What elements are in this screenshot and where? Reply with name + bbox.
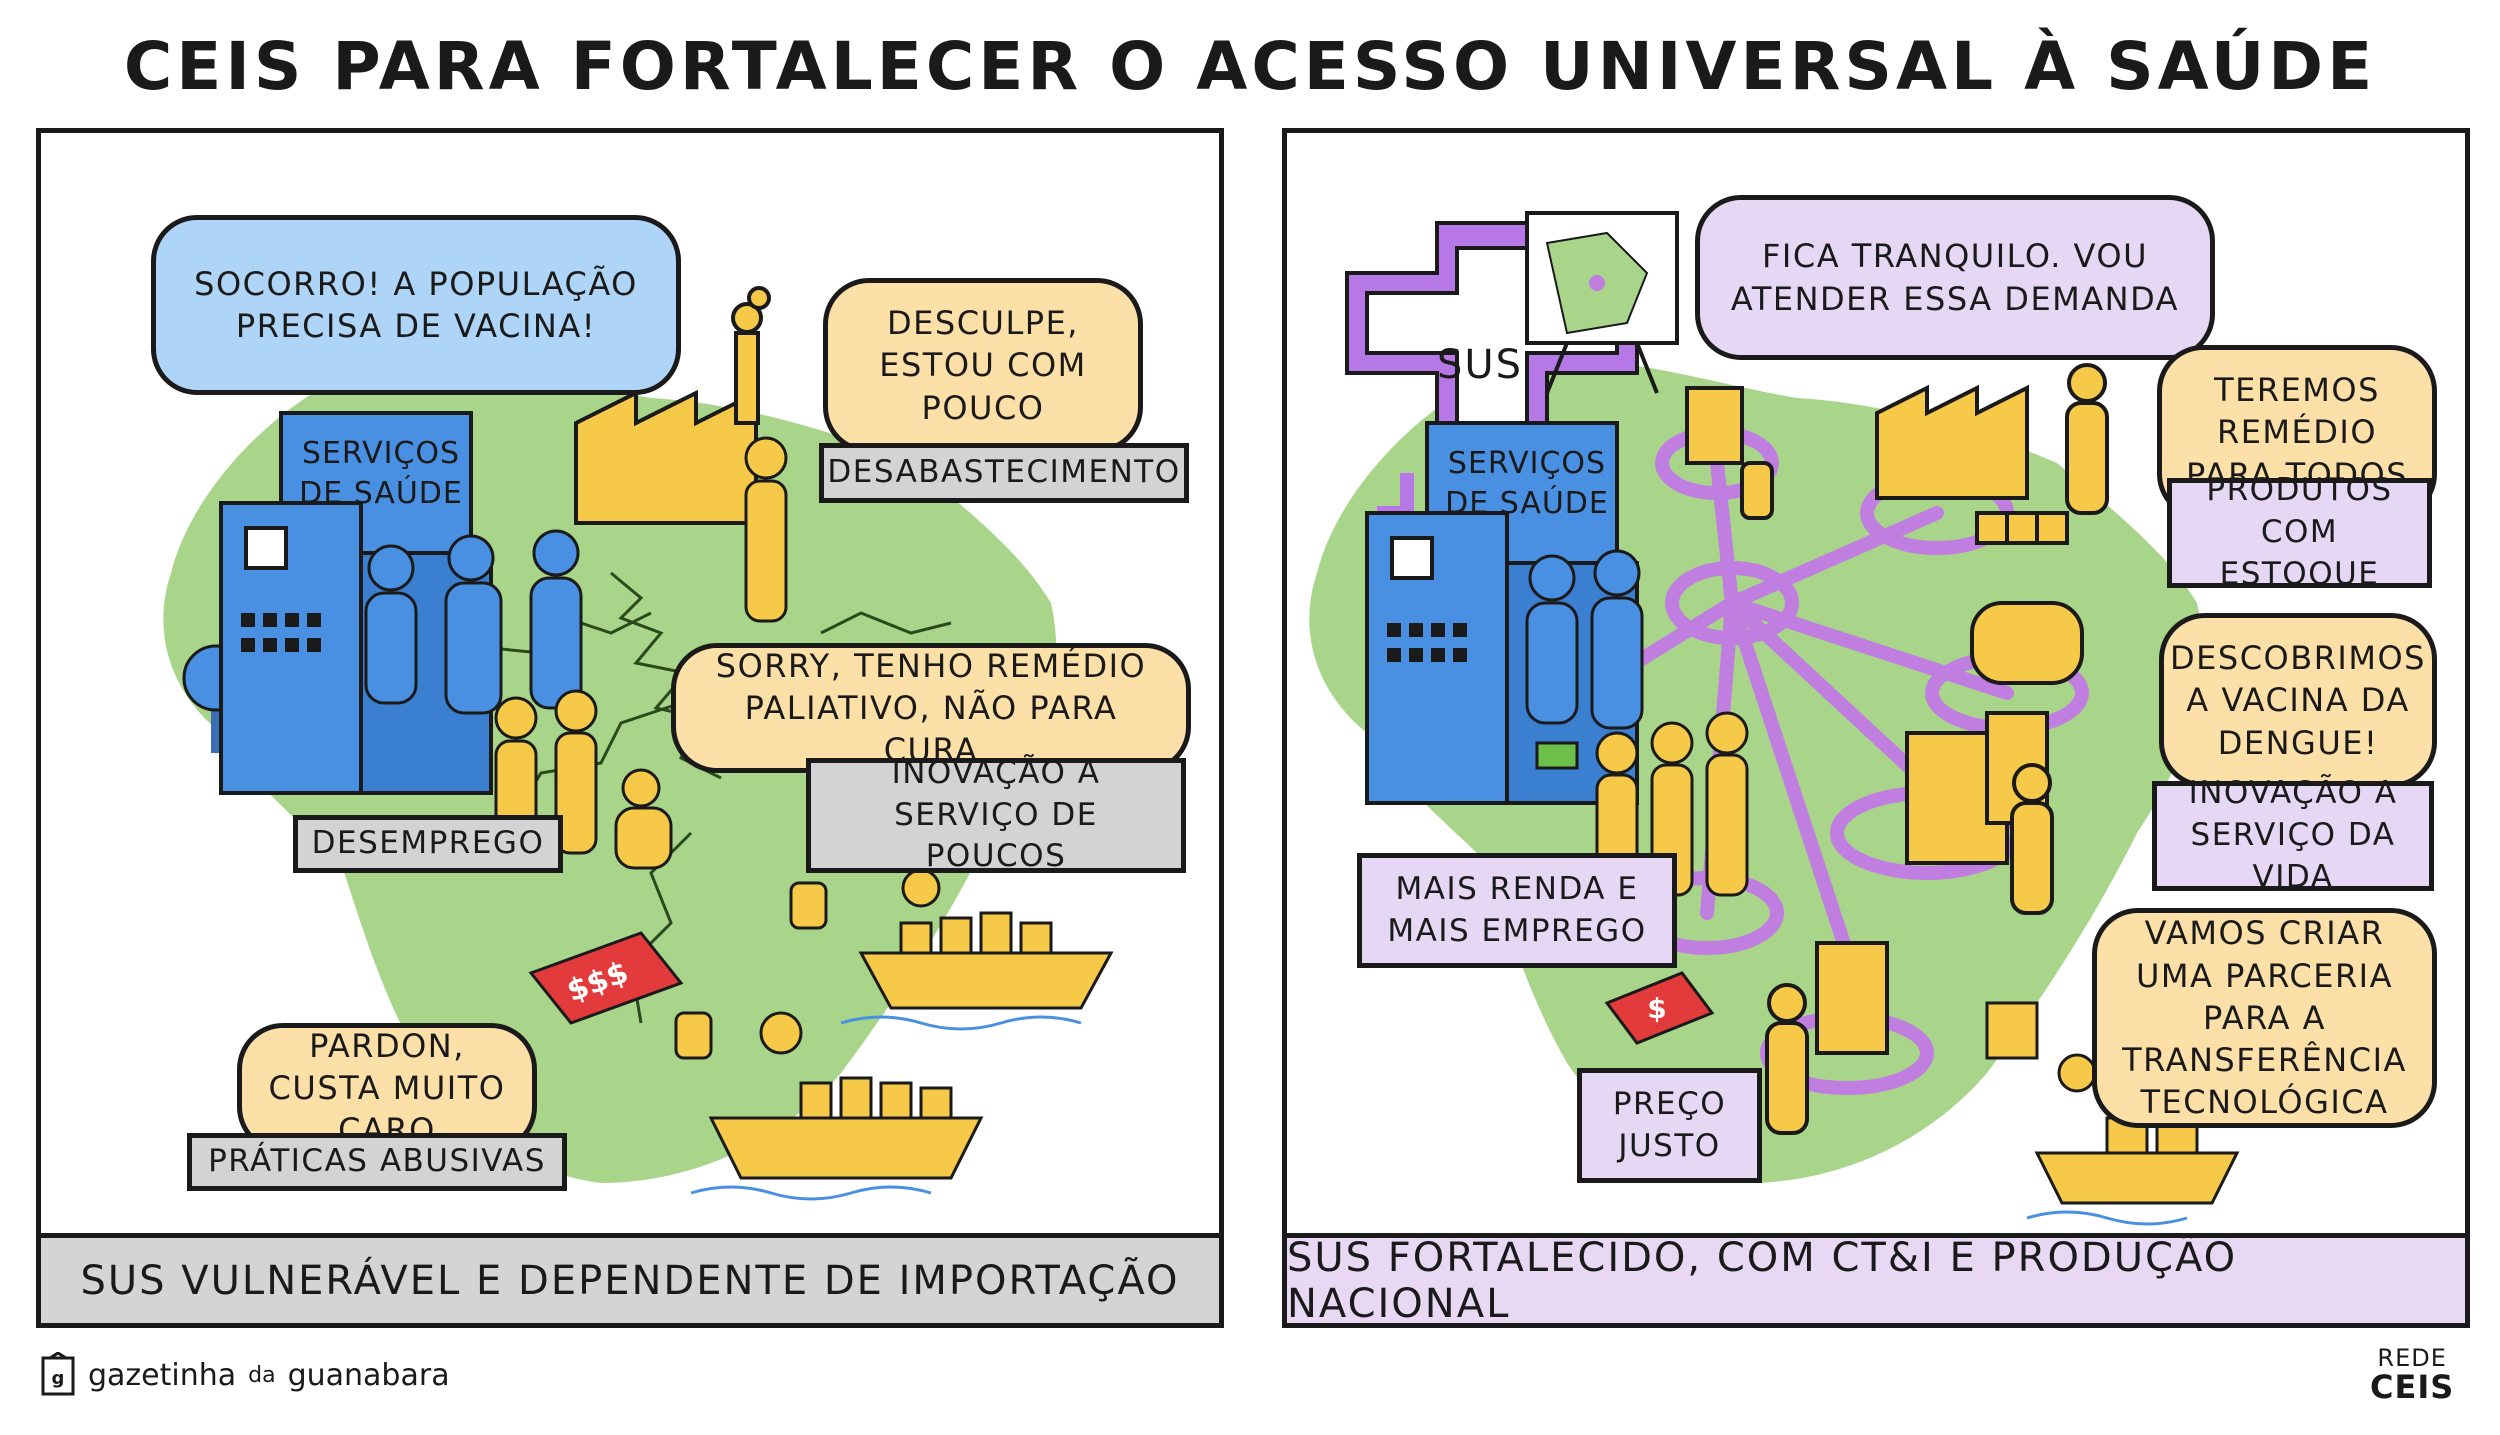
label-unemployment: DESEMPREGO <box>293 815 563 873</box>
building-label-line1: SERVIÇOS <box>302 436 460 471</box>
production-units <box>1685 363 2109 1135</box>
price-tag-left: $$$ <box>528 931 684 1025</box>
presentation-board <box>1525 211 1679 394</box>
right-illustration: SUS SERVIÇOS DE SAÚDE <box>1309 211 2240 1226</box>
workers-income <box>1535 711 1749 897</box>
price-tag-right-text: $ <box>1647 992 1666 1025</box>
bubble-sorry: SORRY, TENHO REMÉDIO PALIATIVO, NÃO PARA… <box>671 643 1191 773</box>
bubble-sus: FICA TRANQUILO. VOU ATENDER ESSA DEMANDA <box>1695 195 2215 360</box>
bubble-factory: DESCULPE, ESTOU COM POUCO <box>823 278 1143 453</box>
label-innovation-few: INOVAÇÃO A SERVIÇO DE POUCOS <box>806 755 1186 874</box>
label-innovation-life: INOVAÇÃO A SERVIÇO DA VIDA <box>2152 775 2434 895</box>
panel-left: SERVIÇOS DE SAÚDE <box>36 128 1224 1328</box>
building-label-line2: DE SAÚDE <box>299 474 463 511</box>
brand-rede-ceis: REDE CEIS <box>2370 1344 2455 1407</box>
boat-upper <box>789 868 1114 1031</box>
health-workers-right <box>1525 549 1644 730</box>
bubble-vaccine: DESCOBRIMOS A VACINA DA DENGUE! <box>2159 613 2437 788</box>
brand-gazetinha: g gazetinha da guanabara <box>40 1352 450 1398</box>
sus-sign-text: SUS <box>1437 342 1523 388</box>
bubble-partnership: VAMOS CRIAR UMA PARCERIA PARA A TRANSFER… <box>2092 908 2437 1128</box>
price-tag-right: $ <box>1604 971 1715 1045</box>
health-workers <box>364 529 583 715</box>
footer-right: SUS FORTALECIDO, COM CT&I E PRODUÇÃO NAC… <box>1287 1233 2465 1323</box>
label-fair-price: PREÇO JUSTO <box>1577 1068 1762 1183</box>
brand-right-line1: REDE <box>2377 1344 2447 1372</box>
panel-right: SUS SERVIÇOS DE SAÚDE <box>1282 128 2470 1328</box>
brand-right-line2: CEIS <box>2370 1368 2455 1407</box>
brand-left-name: gazetinha <box>88 1357 237 1393</box>
left-illustration: SERVIÇOS DE SAÚDE <box>163 286 1114 1201</box>
brand-left-name2: guanabara <box>287 1357 450 1393</box>
label-shortage: DESABASTECIMENTO <box>819 443 1189 503</box>
bubble-population: SOCORRO! A POPULAÇÃO PRECISA DE VACINA! <box>151 215 681 395</box>
boat-lower <box>674 1011 984 1201</box>
svg-text:g: g <box>52 1368 65 1389</box>
page-title: CEIS PARA FORTALECER O ACESSO UNIVERSAL … <box>123 28 2377 105</box>
footer-left: SUS VULNERÁVEL E DEPENDENTE DE IMPORTAÇÃ… <box>41 1233 1219 1323</box>
building-right-label-line2: DE SAÚDE <box>1445 484 1609 521</box>
factory-worker <box>744 436 788 623</box>
newspaper-icon: g <box>41 1352 75 1396</box>
label-stock: PRODUTOS COM ESTOQUE <box>2167 472 2432 592</box>
brand-left-small: da <box>248 1362 276 1388</box>
building-right-label-line1: SERVIÇOS <box>1448 446 1606 481</box>
label-abusive-practices: PRÁTICAS ABUSIVAS <box>187 1133 567 1191</box>
factory <box>574 286 771 525</box>
label-income-employment: MAIS RENDA E MAIS EMPREGO <box>1357 853 1677 968</box>
boat-right <box>1985 1001 2240 1226</box>
